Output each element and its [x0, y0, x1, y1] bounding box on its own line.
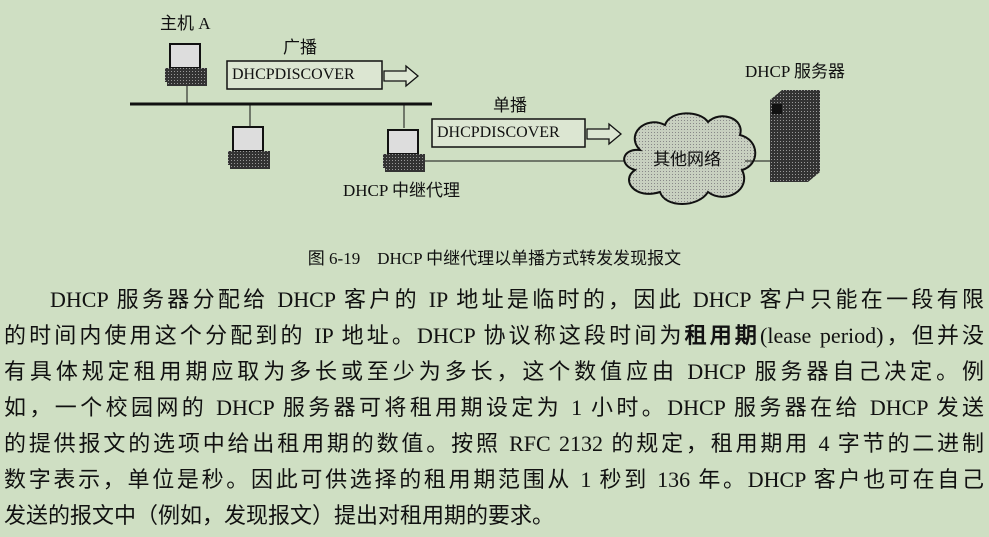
text-line: 如，一个校园网的 DHCP 服务器可将租用期设定为 1 小时。DHCP 服务器在… [4, 395, 984, 420]
broadcast-message-box [226, 60, 383, 90]
text-line: 发送的报文中（例如，发现报文）提出对租用期的要求。 [4, 503, 555, 528]
figure-caption: 图 6-19 DHCP 中继代理以单播方式转发发现报文 [307, 249, 682, 268]
text-line: 有具体规定租用期应取为多长或至少为多长，这个数值应由 DHCP 服务器自己决定。… [4, 359, 984, 384]
text-line: 数字表示，单位是秒。因此可供选择的租用期范围从 1 秒到 136 年。DHCP … [4, 467, 984, 492]
host-a-label: 主机 A [160, 14, 211, 33]
cloud-icon [623, 112, 757, 205]
relay-agent-computer-icon [383, 129, 425, 172]
dhcp-relay-diagram [130, 43, 820, 205]
broadcast-arrow-icon [383, 64, 420, 88]
text-line: 的提供报文的选项中给出租用期的数值。按照 RFC 2132 的规定，租用期用 4… [4, 431, 984, 456]
other-network-label: 其他网络 [653, 150, 721, 169]
unicast-label: 单播 [493, 96, 527, 115]
broadcast-message: DHCPDISCOVER [232, 66, 355, 83]
unicast-message-box [431, 118, 586, 148]
relay-agent-label: DHCP 中继代理 [343, 181, 460, 200]
unicast-arrow-icon [586, 122, 623, 146]
unicast-message: DHCPDISCOVER [437, 124, 560, 141]
dhcp-server-label: DHCP 服务器 [745, 62, 845, 81]
dhcp-server-icon [770, 90, 820, 182]
term-lease-period: 租用期 [684, 323, 760, 348]
broadcast-label: 广播 [283, 38, 317, 57]
body-paragraph: DHCP 服务器分配给 DHCP 客户的 IP 地址是临时的，因此 DHCP 客… [4, 282, 984, 534]
text-line: 的时间内使用这个分配到的 IP 地址。DHCP 协议称这段时间为租用期(leas… [4, 323, 984, 348]
computer-icon [228, 126, 270, 169]
host-a-computer-icon [165, 43, 207, 86]
text-line: DHCP 服务器分配给 DHCP 客户的 IP 地址是临时的，因此 DHCP 客… [50, 287, 984, 312]
